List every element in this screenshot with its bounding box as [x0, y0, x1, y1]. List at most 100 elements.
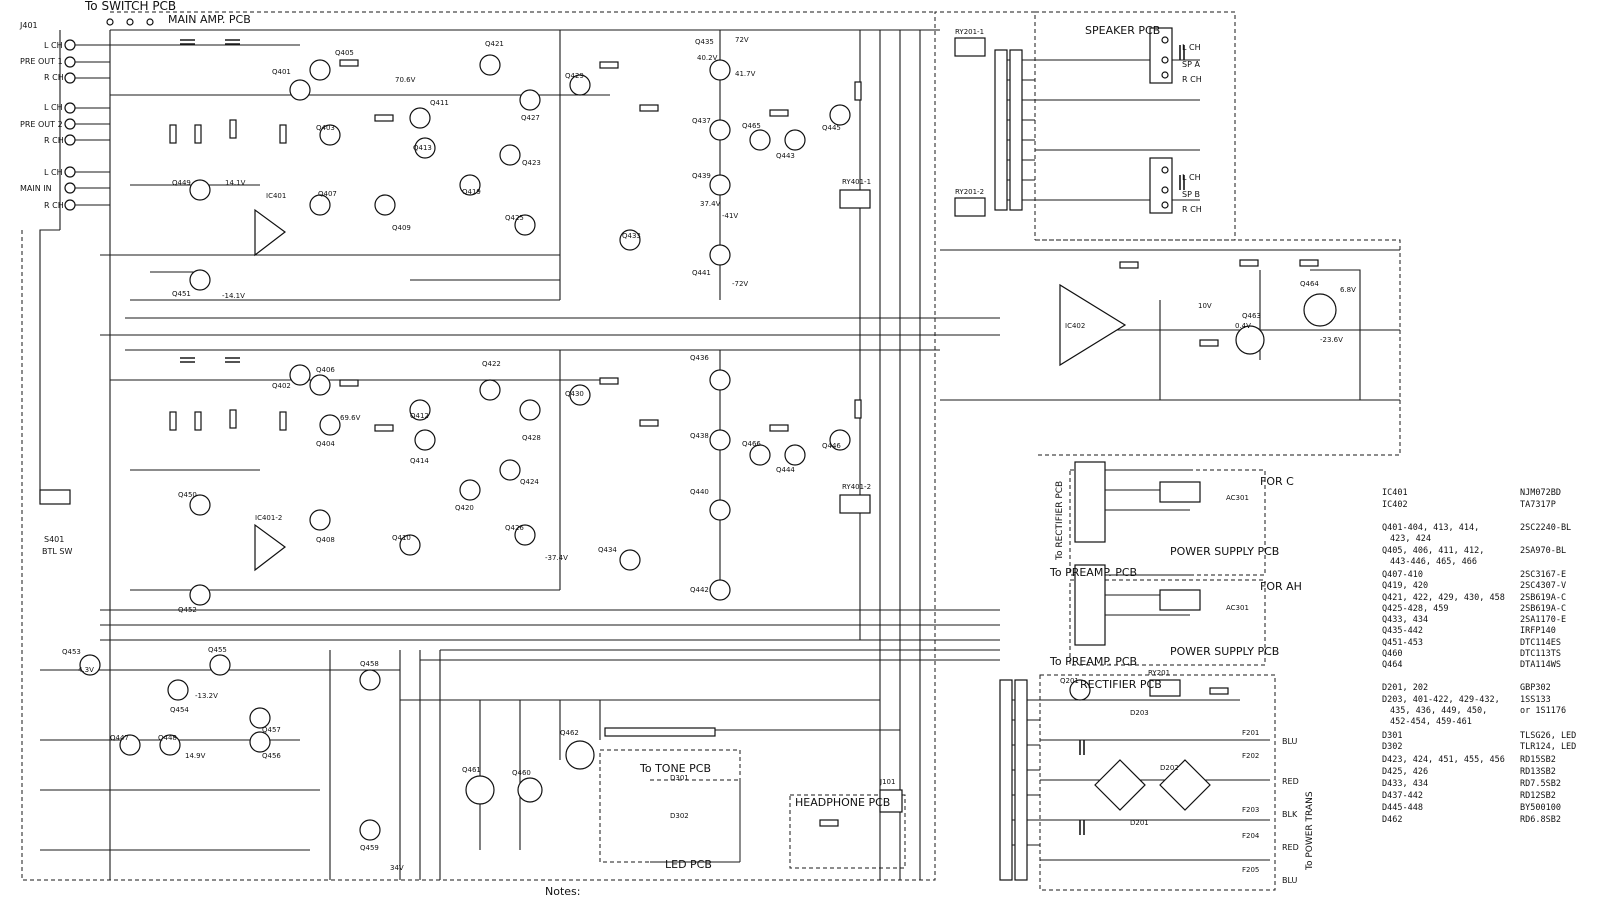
legend-ref: Q451-453: [1382, 638, 1423, 648]
to-preamp-pcb-bottom: To PREAMP. PCB: [1049, 655, 1137, 668]
component-label: Q457: [262, 726, 281, 734]
legend-part: DTC113TS: [1520, 649, 1561, 659]
voltage-label: 4.3V: [78, 666, 94, 674]
speaker-b-lch: L CH: [1182, 173, 1201, 182]
component-label: Q430: [565, 390, 584, 398]
component-label: Q433: [622, 232, 641, 240]
pre-out-1-lch: L CH: [44, 41, 63, 50]
component-label: D203: [1130, 709, 1149, 717]
voltage-label: 72V: [735, 36, 749, 44]
legend-ref: D201, 202: [1382, 683, 1428, 693]
component-label: Q436: [690, 354, 709, 362]
component-label: Q458: [360, 660, 379, 668]
voltage-label: 69.6V: [340, 414, 361, 422]
component-label: Q455: [208, 646, 227, 654]
legend-ref: Q464: [1382, 660, 1402, 670]
legend-part: DTC114ES: [1520, 638, 1561, 648]
legend-ref: Q407-410: [1382, 570, 1423, 580]
bridge-rectifiers: [1094, 759, 1211, 811]
legend-part: RD15SB2: [1520, 755, 1556, 765]
component-label: Q403: [316, 124, 335, 132]
legend-part: 2SC3167-E: [1520, 570, 1566, 580]
to-preamp-pcb-top: To PREAMP. PCB: [1049, 566, 1137, 579]
legend-part: IRFP140: [1520, 626, 1556, 636]
legend-ref: D302: [1382, 742, 1402, 752]
legend-ref: D203, 401-422, 429-432,: [1382, 695, 1500, 705]
component-label: Q452: [178, 606, 197, 614]
component-label: Q456: [262, 752, 281, 760]
component-label: Q442: [690, 586, 709, 594]
component-label: Q401: [272, 68, 291, 76]
led-pcb-label: LED PCB: [665, 858, 712, 871]
wiring: [39, 29, 1400, 880]
voltage-label: 14.1V: [225, 179, 246, 187]
component-label: Q409: [392, 224, 411, 232]
component-label: Q419: [462, 188, 481, 196]
component-label: Q435: [695, 38, 714, 46]
component-label: Q453: [62, 648, 81, 656]
component-label: Q404: [316, 440, 335, 448]
legend-part: GBP302: [1520, 683, 1551, 693]
component-label: RY201-1: [955, 28, 984, 36]
component-label: Q405: [335, 49, 354, 57]
legend-ref: 423, 424: [1390, 534, 1431, 544]
legend-part: NJM072BD: [1520, 488, 1561, 498]
component-label: Q425: [505, 214, 524, 222]
notes-label: Notes:: [545, 885, 580, 897]
switch-pcb-terminals: [106, 18, 154, 26]
component-label: F201: [1242, 729, 1259, 737]
component-label: Q444: [776, 466, 795, 474]
legend-part: 2SA970-BL: [1520, 546, 1566, 556]
transistors: [79, 54, 1337, 841]
headphone-pcb-label: HEADPHONE PCB: [795, 796, 890, 809]
legend-ref: IC402: [1382, 500, 1408, 510]
ic401-2-opamp: [254, 523, 287, 572]
component-label: F205: [1242, 866, 1259, 874]
legend-ref: Q419, 420: [1382, 581, 1428, 591]
pre-out-2-rch: R CH: [44, 136, 64, 145]
voltage-label: 10V: [1198, 302, 1212, 310]
component-label: Q434: [598, 546, 617, 554]
legend-ref: Q421, 422, 429, 430, 458: [1382, 593, 1505, 603]
legend-ref: D445-448: [1382, 803, 1423, 813]
tone-pcb-label: To TONE PCB: [639, 762, 711, 775]
legend-part: DTA114WS: [1520, 660, 1561, 670]
legend-ref: Q460: [1382, 649, 1402, 659]
voltage-label: 41.7V: [735, 70, 756, 78]
voltage-label: -23.6V: [1320, 336, 1343, 344]
to-rectifier-pcb-label: To RECTIFIER PCB: [1055, 481, 1065, 561]
rectifier-pcb-label: RECTIFIER PCB: [1080, 678, 1162, 691]
voltage-label: 6.8V: [1340, 286, 1356, 294]
component-label: Q428: [522, 434, 541, 442]
tone-pcb-connector: [604, 727, 716, 737]
board-headers: To SWITCH PCB MAIN AMP. PCB SPEAKER PCB …: [84, 0, 1315, 897]
component-label: Q445: [822, 124, 841, 132]
voltage-label: 37.4V: [700, 200, 721, 208]
component-label: Q450: [178, 491, 197, 499]
component-label: Q461: [462, 766, 481, 774]
wire-color-5: BLU: [1282, 876, 1298, 885]
component-label: D201: [1130, 819, 1149, 827]
pre-out-1-rch: R CH: [44, 73, 64, 82]
component-label: RY201: [1148, 669, 1170, 677]
voltage-label: 40.2V: [697, 54, 718, 62]
legend-ref: 443-446, 465, 466: [1390, 557, 1477, 567]
speaker-a-label: SP A: [1182, 60, 1200, 69]
legend-ref: Q405, 406, 411, 412,: [1382, 546, 1484, 556]
voltage-label: 70.6V: [395, 76, 416, 84]
component-label: F204: [1242, 832, 1260, 840]
s401-label: S401: [44, 535, 64, 544]
relays: [39, 37, 1181, 697]
component-label: Q448: [158, 734, 177, 742]
legend-ref: D423, 424, 451, 455, 456: [1382, 755, 1505, 765]
component-labels: Q401 Q403 Q405 Q407 Q409 Q411 Q413 Q419 …: [62, 28, 1319, 874]
speaker-b-rch: R CH: [1182, 205, 1202, 214]
component-label: D202: [1160, 764, 1179, 772]
voltage-label: 14.9V: [185, 752, 206, 760]
left-io-labels: J401 L CH PRE OUT 1 R CH L CH PRE OUT 2 …: [19, 21, 72, 556]
component-label: Q408: [316, 536, 335, 544]
component-label: Q201: [1060, 677, 1079, 685]
component-label: Q446: [822, 442, 841, 450]
ic401-opamp: [254, 208, 287, 257]
pre-out-1-label: PRE OUT 1: [20, 57, 63, 66]
